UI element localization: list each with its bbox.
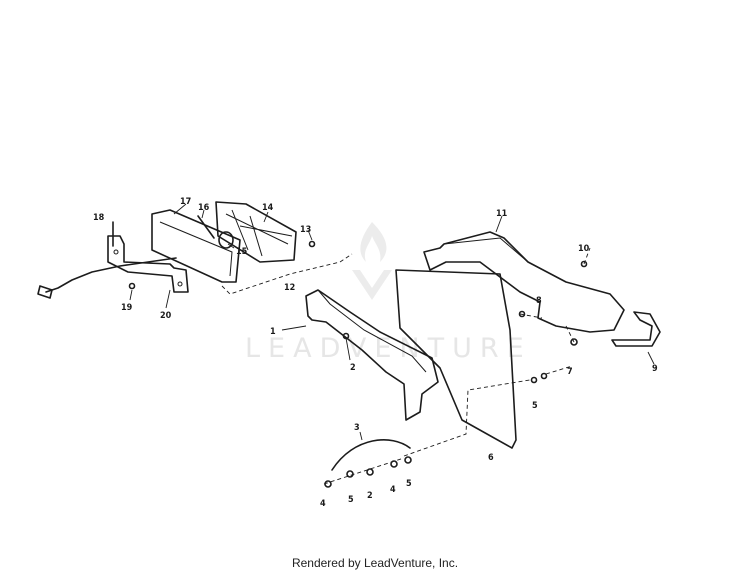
nut-5b [540,372,548,380]
callout-9: 9 [652,364,658,374]
light-housing-17 [151,209,241,283]
cover-11 [423,231,625,333]
fastener-7 [570,338,578,346]
fender-1-edge [317,289,427,373]
callout-18: 18 [93,213,105,223]
callout-17: 17 [180,197,191,207]
callout-3: 3 [354,423,360,433]
callout-5b: 5 [406,479,412,489]
screw-19 [128,282,136,290]
callout-5c: 5 [532,401,538,411]
housing-inner [159,221,233,277]
rod-16 [197,215,215,239]
callout-16: 16 [198,203,210,213]
panel-6 [395,269,517,449]
callout-6: 6 [488,453,494,463]
light-assembly [37,201,353,299]
callout-5a: 5 [348,495,354,505]
strap-9 [611,311,661,347]
callout-14: 14 [262,203,274,213]
callout-7: 7 [567,367,573,377]
washer-5 [346,470,354,478]
watermark-text: LEADVENTURE [245,333,532,364]
lens-14 [215,201,297,263]
callout-19: 19 [121,303,133,313]
cover-11-edge [443,237,529,263]
callout-10: 10 [578,244,590,254]
callout-8: 8 [536,296,542,306]
cable-12 [221,253,353,295]
callout-15: 15 [236,247,248,257]
callout-2b: 2 [367,491,373,501]
callout-11: 11 [496,209,508,219]
callout-2: 2 [350,363,356,373]
callout-leaders [129,203,655,441]
callout-20: 20 [160,311,172,321]
bracket-20 [107,235,189,293]
callout-numbers: 1 2 3 4 5 2 4 5 6 5 7 8 9 10 11 12 13 14… [93,197,658,509]
callout-4: 4 [320,499,326,509]
lens-grid [225,209,293,257]
bolt-4 [324,480,332,488]
leader-lines [323,247,591,485]
fender-1 [305,289,439,421]
fastener-8 [518,310,526,318]
fastener-10 [580,260,588,268]
callout-1: 1 [270,327,276,337]
washer-2 [366,468,374,476]
leadventure-watermark: LEADVENTURE [245,222,532,364]
wire-harness [45,257,177,293]
bracket-hole [177,281,183,287]
callout-13: 13 [300,225,311,235]
washer-5b [404,456,412,464]
nut-5 [530,376,538,384]
callout-12: 12 [284,283,295,293]
bracket-hole [113,249,119,255]
brace-3 [331,439,411,471]
flame-logo-icon [352,222,392,300]
callout-4b: 4 [390,485,396,495]
bulb-15 [218,231,234,249]
screw-13 [308,240,316,248]
footer-credit: Rendered by LeadVenture, Inc. [291,556,459,570]
wire-connector [37,285,53,299]
